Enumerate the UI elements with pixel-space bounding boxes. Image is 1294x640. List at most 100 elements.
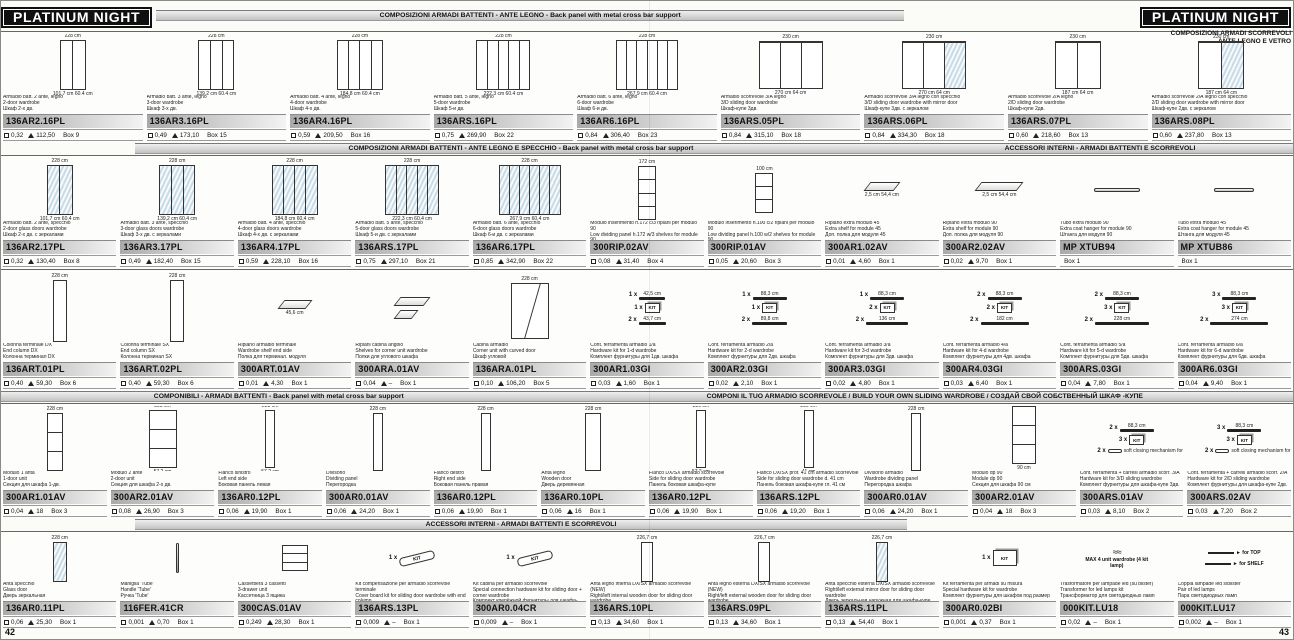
module-shelf bbox=[47, 414, 62, 433]
volume-value: 0,60 bbox=[1015, 131, 1029, 139]
width-depth-dimension: 187 cm 64 cm bbox=[1205, 89, 1237, 96]
shelf-drawing bbox=[277, 299, 313, 309]
wardrobe-door bbox=[944, 42, 966, 88]
kit-bar-group: 274 cm bbox=[1210, 316, 1269, 325]
weight-scale-icon bbox=[967, 258, 974, 264]
height-dimension: 228 cm bbox=[168, 273, 186, 279]
product-drawing: 228 cm bbox=[52, 535, 68, 582]
volume-cube-icon bbox=[591, 619, 597, 625]
description-line: Шкаф угловой bbox=[472, 353, 507, 360]
volume-value: 0,84 bbox=[728, 131, 742, 139]
volume-value: 0,01 bbox=[245, 379, 259, 387]
description-line: Shelves for corner unit wardrobe bbox=[355, 347, 428, 354]
weight-scale-icon bbox=[28, 258, 35, 264]
weight-scale-icon bbox=[850, 380, 857, 386]
product-description: Kit compensazione per armadio scorrevole… bbox=[355, 582, 468, 601]
module-shelf bbox=[1012, 426, 1035, 445]
led-strip-drawing bbox=[1204, 562, 1231, 565]
kit-count: 2 x bbox=[1094, 292, 1103, 298]
description-line: Right/left external wooden door for slid… bbox=[707, 592, 812, 601]
drawing-area: 228 cm bbox=[864, 406, 968, 471]
volume-value: 0,85 bbox=[480, 257, 494, 265]
box-count: Box 1 bbox=[996, 379, 1013, 387]
product-description: Modulo inserimento h.172 c/3 ripiani per… bbox=[590, 221, 703, 240]
volume-value: 0,32 bbox=[11, 131, 24, 139]
kit-count: 1 x bbox=[634, 304, 643, 311]
open-module-drawing bbox=[148, 409, 177, 468]
weight-scale-icon bbox=[498, 258, 505, 264]
description-line: Special hardware kit for wardrobe bbox=[942, 586, 1018, 593]
volume-cube-icon bbox=[219, 508, 225, 514]
price-value: 8,10 bbox=[1112, 507, 1126, 515]
height-dimension: 228 cm bbox=[584, 406, 602, 412]
product-code: 136ARA.01PL bbox=[472, 362, 587, 376]
product-description: Armadio scorrevole 2/A legno con specchi… bbox=[1152, 95, 1292, 114]
volume-cube-icon bbox=[327, 508, 333, 514]
volume-value: 0,06 bbox=[657, 507, 670, 515]
drawing-area: 228 cm57,2 cm bbox=[111, 406, 215, 471]
hinged-wardrobe-drawing bbox=[46, 164, 73, 215]
description-line: 5-door wardrobe bbox=[433, 99, 471, 106]
description-line: Left end side bbox=[218, 475, 247, 482]
box-count: Box 1 bbox=[999, 618, 1016, 626]
wardrobe-door bbox=[636, 40, 646, 89]
hinged-wardrobe-drawing bbox=[616, 39, 679, 90]
volume-cube-icon bbox=[4, 380, 9, 386]
box-count: Box 1 bbox=[643, 379, 660, 387]
volume-value: 0,60 bbox=[1159, 131, 1172, 139]
volume-cube-icon bbox=[1061, 380, 1067, 386]
bar-length-dimension: 43,7 cm bbox=[643, 315, 662, 322]
product-code: 136AR2.16PL bbox=[3, 114, 143, 128]
wardrobe-door bbox=[210, 40, 222, 89]
module-shelf bbox=[48, 452, 62, 470]
hinged-wardrobe-drawing bbox=[476, 39, 531, 90]
box-count: Box 3 bbox=[1020, 507, 1037, 515]
description-line: Armadio scorrevole 2/A legno bbox=[1007, 95, 1074, 100]
description-line: Комплект фурнитуры для 6дв. шкафа bbox=[1177, 353, 1266, 360]
description-line: Дверь деревянная bbox=[541, 481, 585, 488]
bar-length-dimension: 88,3 cm bbox=[1127, 423, 1146, 429]
sliding-wardrobe-drawing bbox=[902, 40, 967, 89]
product-code: 300CAS.01AV bbox=[237, 601, 352, 615]
wardrobe-door bbox=[617, 41, 626, 89]
bar-length-dimension: 88,3 cm bbox=[1230, 290, 1249, 297]
volume-cube-icon bbox=[865, 508, 871, 514]
weight-scale-icon bbox=[135, 508, 142, 514]
coat-hanger-tube-drawing bbox=[1214, 187, 1255, 192]
wardrobe-door bbox=[282, 165, 295, 214]
description-line: Extra coat hanger for module 45 bbox=[1177, 225, 1249, 232]
bar-length-dimension: 88,3 cm bbox=[1235, 423, 1254, 429]
module-shelf bbox=[638, 167, 655, 181]
product-code: 136ARS.06PL bbox=[864, 114, 1004, 128]
price-value: 130,40 bbox=[36, 257, 56, 265]
sliding-wardrobe-drawing bbox=[758, 40, 823, 89]
description-line: Hardware kit for 1-d wardrobe bbox=[590, 347, 657, 354]
kit-count: 2 x bbox=[1200, 317, 1209, 323]
box-count: Box 1 bbox=[291, 379, 308, 387]
description-line: 2-door glass doors wardrobe bbox=[3, 225, 67, 232]
volume-cube-icon bbox=[943, 619, 949, 625]
volume-value: 0,02 bbox=[715, 379, 728, 387]
wardrobe-door bbox=[170, 165, 183, 214]
profile-bar-drawing bbox=[870, 296, 905, 300]
